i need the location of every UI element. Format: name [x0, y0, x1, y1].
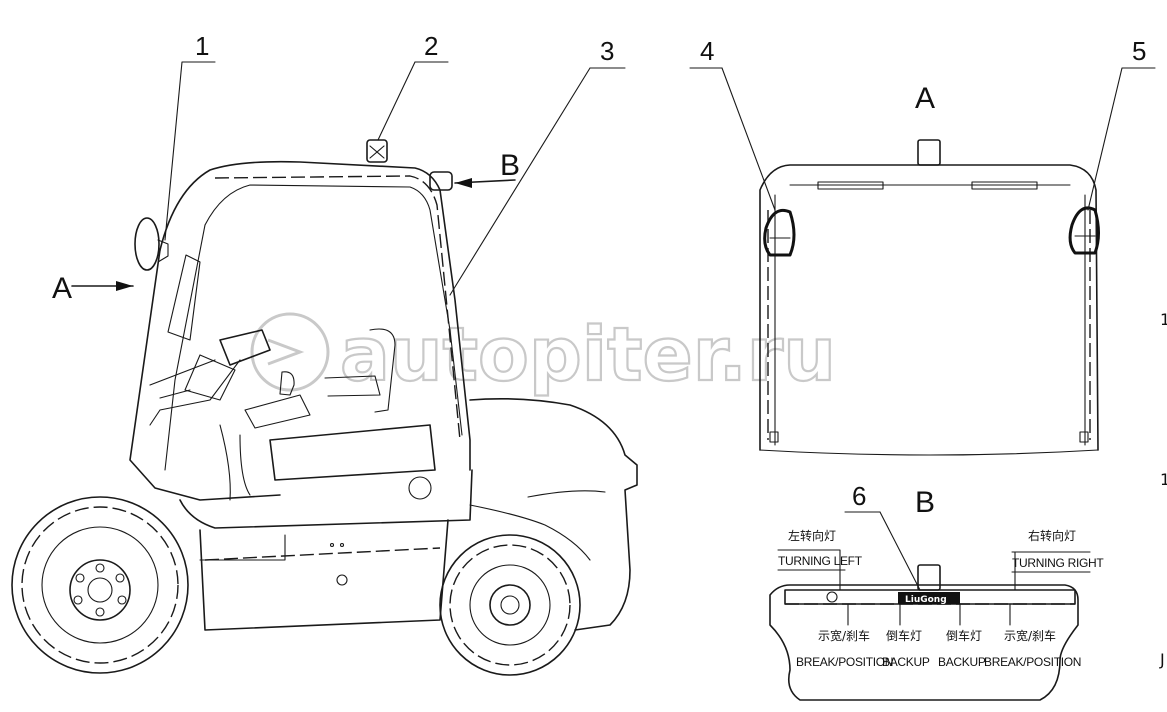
front-wheel [11, 496, 189, 674]
front-pillar [129, 249, 281, 501]
label-brake-right: 示宽/刹车 BREAK/POSITION [984, 603, 1081, 669]
fuel-cap [408, 476, 432, 500]
mirror-lamp-1 [134, 217, 160, 271]
rear-combo-lamp [429, 171, 453, 191]
turning-left-cn: 左转向灯 [788, 528, 836, 543]
seat-armrest [324, 375, 381, 397]
right-edge-mark-3: J [1159, 650, 1165, 669]
beacon-lamp-2 [366, 139, 388, 163]
body-lower-line [179, 469, 473, 529]
callout-6: 6 [844, 481, 921, 591]
label-turning-right: 右转向灯 TURNING RIGHT [1011, 528, 1105, 591]
watermark-text: autopiter.ru [340, 312, 836, 398]
seat-base [269, 424, 436, 481]
steering-housing [184, 354, 236, 401]
label-turning-left: 左转向灯 TURNING LEFT [777, 528, 863, 591]
chassis-rivet [329, 542, 335, 548]
view-a-bracket-left [817, 181, 884, 190]
lamp-5-right-work-light [1068, 206, 1100, 255]
view-b-beacon [917, 564, 941, 591]
callout-6-number: 6 [852, 481, 866, 511]
chassis-rivet [339, 542, 345, 548]
counterweight-slot [527, 490, 606, 498]
view-a-bracket-right [971, 181, 1038, 190]
brake-left-en: BREAK/POSITION [796, 655, 893, 669]
view-b-rear-body [769, 584, 1079, 701]
right-edge-mark-2: 1 [1160, 470, 1167, 489]
front-pillar-inner [164, 224, 206, 471]
view-a-bottom-edge [759, 449, 1099, 456]
callout-3: 3 [449, 36, 626, 296]
steering-linkage [149, 359, 216, 399]
callout-1: 1 [164, 31, 216, 241]
view-a-title: A [915, 82, 935, 115]
label-brake-left: 示宽/刹车 BREAK/POSITION [796, 603, 893, 669]
view-a: A [759, 82, 1100, 456]
view-b-arrow: B [454, 149, 520, 188]
view-b-arrow-label: B [500, 149, 520, 182]
cab-canopy-dashed [214, 175, 461, 441]
beacon-cross [369, 145, 385, 159]
view-a-foot-left [769, 431, 779, 443]
chassis-dashed-line [204, 547, 441, 561]
backup-left-cn: 倒车灯 [886, 628, 922, 643]
view-b-lamp-lens [826, 591, 838, 603]
view-b-title: B [915, 486, 935, 519]
pedal-line [219, 424, 231, 501]
brand-badge-text: LiuGong [905, 595, 947, 605]
lamp-4-left-work-light [763, 208, 796, 257]
watermark-logo-icon [250, 312, 330, 392]
callout-1-number: 1 [195, 31, 209, 61]
brake-right-cn: 示宽/刹车 [1004, 628, 1056, 643]
turning-left-en: TURNING LEFT [778, 554, 863, 568]
view-a-posts [774, 194, 1086, 446]
view-a-foot-right [1079, 431, 1089, 443]
label-backup-left: 倒车灯 BACKUP [882, 603, 930, 669]
mirror-bracket [157, 239, 169, 263]
forklift-side-view [11, 139, 638, 676]
callout-4-number: 4 [700, 36, 714, 66]
counterweight [469, 397, 638, 631]
counterweight-fender [469, 504, 591, 561]
watermark: autopiter.ru [250, 311, 837, 399]
chassis-step [199, 534, 286, 561]
callout-5-number: 5 [1132, 36, 1146, 66]
view-a-arrow: A [52, 272, 134, 305]
callout-4: 4 [689, 36, 776, 211]
callout-2: 2 [377, 31, 449, 141]
pedal-line-2 [239, 434, 251, 496]
brake-right-en: BREAK/POSITION [984, 655, 1081, 669]
brake-left-cn: 示宽/刹车 [818, 628, 870, 643]
view-a-arrow-label: A [52, 272, 72, 305]
right-edge-mark-1: 1 [1160, 310, 1167, 329]
rear-wheel [439, 534, 581, 676]
label-backup-right: 倒车灯 BACKUP [938, 603, 986, 669]
view-a-frame [759, 164, 1099, 451]
backup-right-en: BACKUP [938, 655, 986, 669]
backup-right-cn: 倒车灯 [946, 628, 982, 643]
cab-frame-inner [204, 184, 463, 436]
chassis-bolt [336, 574, 348, 586]
view-a-beacon [917, 139, 941, 166]
turning-right-cn: 右转向灯 [1028, 528, 1076, 543]
control-knob [279, 371, 295, 396]
cab-frame-outer [159, 160, 471, 471]
backup-left-en: BACKUP [882, 655, 930, 669]
callout-3-number: 3 [600, 36, 614, 66]
watermark-arrow-icon [267, 338, 305, 366]
view-a-dashed-posts [767, 210, 1091, 440]
chassis-side [199, 519, 449, 631]
view-b: B LiuGong [769, 486, 1079, 701]
callout-2-number: 2 [424, 31, 438, 61]
turning-right-en: TURNING RIGHT [1012, 556, 1104, 570]
steering-wheel [219, 329, 271, 366]
front-window-strip [167, 254, 201, 341]
seat-back [369, 328, 396, 413]
control-lever-base [244, 394, 311, 429]
brand-badge [898, 592, 960, 604]
callout-5: 5 [1087, 36, 1156, 211]
steering-column [149, 359, 241, 426]
